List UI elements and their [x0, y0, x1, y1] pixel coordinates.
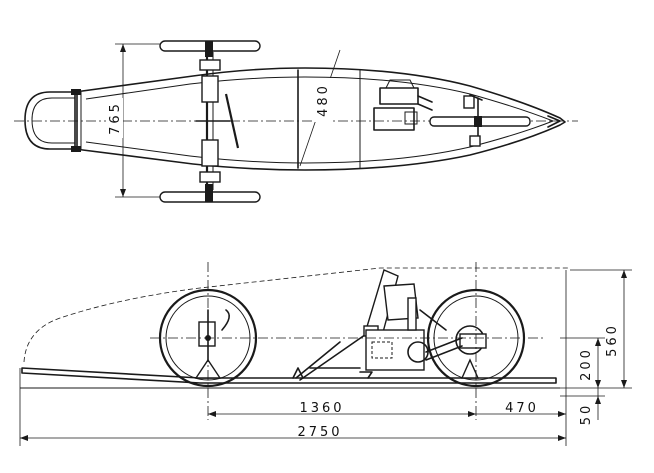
top-kingpin-lower	[199, 171, 221, 183]
top-steering-box-2	[201, 75, 219, 103]
top-nose-loop	[24, 91, 76, 150]
top-joint-2	[71, 146, 81, 152]
side-front-steer-arm	[221, 309, 230, 331]
top-765-label: 765	[108, 101, 123, 135]
top-seat-back	[385, 79, 415, 89]
dim-50-label: 50	[579, 403, 594, 426]
side-engine-detail	[371, 341, 393, 359]
top-lever-2	[417, 103, 433, 111]
top-seat	[379, 87, 419, 105]
top-joint-1	[71, 89, 81, 95]
top-765-arrow-bottom	[120, 189, 126, 197]
top-kingpin-upper	[199, 59, 221, 71]
top-body-outline	[74, 67, 566, 171]
dim-1360-arrow-left	[208, 411, 216, 417]
top-rear-bracket-2	[469, 135, 481, 147]
dim-50-arrow	[595, 396, 601, 404]
dim-2750-arrow-left	[20, 435, 28, 441]
top-front-hub-2	[205, 184, 213, 192]
top-nose-tip	[547, 115, 561, 128]
top-engine-detail	[404, 111, 418, 125]
side-rear-mount	[460, 358, 480, 379]
dim-200-arrow-top	[595, 338, 601, 346]
dim-560-arrow-bottom	[621, 380, 627, 388]
top-steering-bar	[224, 93, 240, 149]
top-rear-strut	[469, 94, 483, 101]
dim-2750-label: 2750	[297, 425, 342, 440]
top-steering-box	[201, 139, 219, 167]
side-control-arm	[419, 309, 447, 331]
top-view: 480	[14, 40, 578, 203]
dim-200-label: 200	[579, 347, 594, 381]
top-rear-bracket-1	[463, 95, 475, 109]
side-fairing-outline	[23, 267, 570, 363]
dim-1360-arrow-right	[468, 411, 476, 417]
top-765-label-bg	[106, 98, 123, 138]
dim-470-label: 470	[505, 401, 539, 416]
dim-200-arrow-bottom	[595, 380, 601, 388]
dim-2750-arrow-right	[558, 435, 566, 441]
top-765-arrow-top	[120, 44, 126, 52]
side-engine	[365, 329, 425, 371]
top-engine	[373, 107, 415, 131]
dim-1360-label: 1360	[299, 401, 344, 416]
side-front-hub	[198, 321, 216, 347]
dim-470-arrow-right	[558, 411, 566, 417]
top-front-wheel-hub-r	[205, 192, 213, 202]
side-chassis-diagonal-2	[295, 341, 341, 379]
dim-560-label: 560	[605, 323, 620, 357]
top-front-wheel-hub-l	[205, 41, 213, 51]
side-chassis-diagonal	[299, 329, 373, 381]
side-chain-lower	[425, 345, 463, 361]
side-exhaust	[407, 297, 417, 331]
top-body-inner	[85, 76, 555, 164]
top-480-label-bg	[313, 78, 331, 122]
top-front-hub-1	[205, 49, 213, 57]
top-480-label: 480	[316, 83, 331, 117]
side-rear-drive	[459, 333, 487, 349]
side-view: 2750 1360 470 560 200 50	[19, 262, 632, 446]
side-chain-upper	[425, 337, 463, 353]
dim-560-arrow-top	[621, 270, 627, 278]
side-chassis-node	[292, 367, 304, 379]
top-nose-loop-inner	[31, 97, 75, 144]
top-lever	[417, 95, 433, 103]
side-engine-foot	[359, 371, 373, 379]
